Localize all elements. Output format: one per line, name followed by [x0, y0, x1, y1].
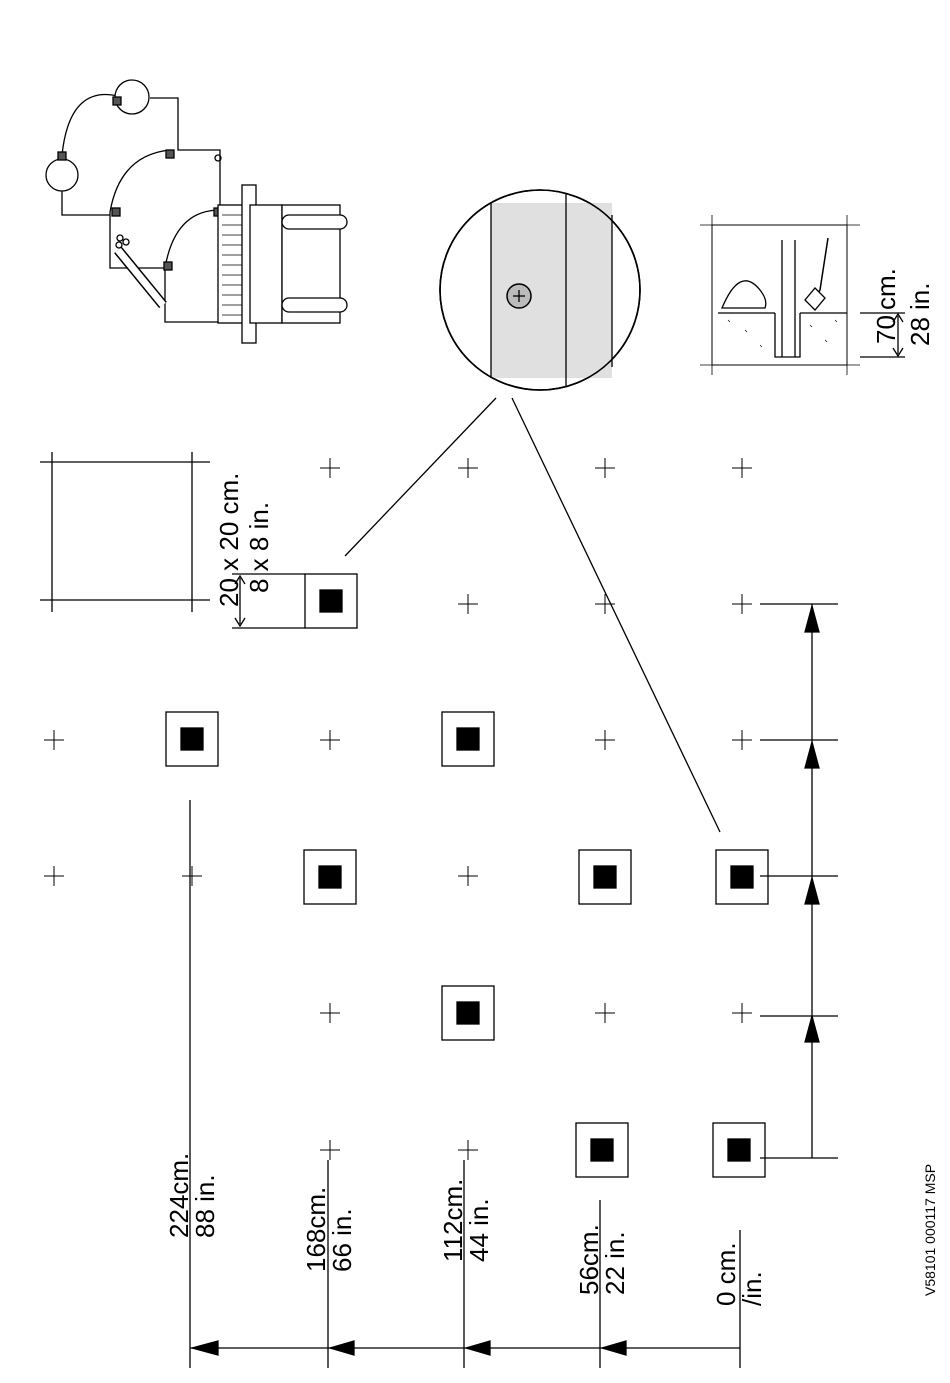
- footing: [576, 1123, 628, 1177]
- footing-size-inch: 8 x 8 in.: [244, 502, 274, 593]
- scale-label-0: 0 cm. /in.: [711, 1242, 767, 1306]
- scale-inch: 22 in.: [600, 1231, 630, 1295]
- footing: [579, 850, 631, 904]
- footing: [713, 1123, 765, 1177]
- footing: [304, 850, 356, 904]
- scale-label-112: 112cm. 44 in.: [438, 1179, 494, 1262]
- scale-inch: 88 in.: [190, 1174, 220, 1238]
- depth-inch-unit: in.: [905, 283, 935, 310]
- depth-label: 70 cm. 28 in.: [871, 268, 935, 346]
- footing: [716, 850, 768, 904]
- depth-cm-value: 70: [871, 315, 901, 344]
- product-sketch: [46, 80, 347, 343]
- depth-inch-value: 28: [905, 317, 935, 346]
- drawing-code: V58101 000117 MSP: [922, 1164, 938, 1296]
- scale-label-168: 168cm. 66 in.: [301, 1187, 357, 1272]
- vertical-dimension-chain: [190, 800, 740, 1368]
- depth-cm-unit: cm.: [871, 268, 901, 310]
- scale-inch: 66 in.: [327, 1208, 357, 1272]
- scale-label-56: 56cm. 22 in.: [574, 1224, 630, 1295]
- footing: [166, 712, 218, 766]
- horizontal-dimension-chain: [760, 604, 838, 1158]
- grid-markers: [44, 458, 752, 1160]
- screw-detail-magnifier: [345, 190, 720, 832]
- footing-size-cm: 20 x 20 cm.: [214, 473, 244, 607]
- footing: [442, 986, 494, 1040]
- scale-inch: 44 in.: [464, 1198, 494, 1262]
- scale-inch: /in.: [737, 1271, 767, 1306]
- footing-size-label: 20 x 20 cm. 8 x 8 in.: [214, 473, 274, 607]
- scale-labels: 224cm. 88 in. 168cm. 66 in. 112cm. 44 in…: [164, 1153, 767, 1306]
- drawing-code-text: V58101 000117 MSP: [922, 1164, 938, 1296]
- scale-label-224: 224cm. 88 in.: [164, 1153, 220, 1238]
- footing: [305, 574, 357, 628]
- footing-size-box: [40, 452, 210, 612]
- footing: [442, 712, 494, 766]
